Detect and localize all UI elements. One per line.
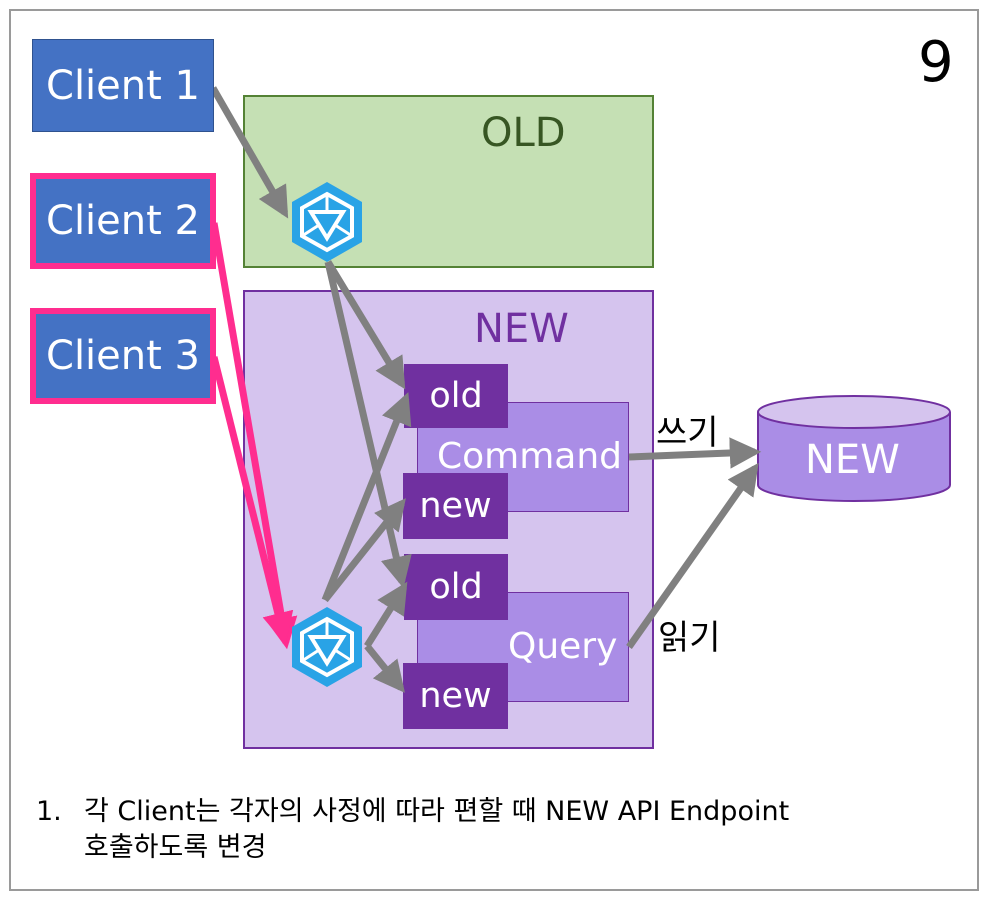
command-old-version: old xyxy=(404,364,508,428)
old-region-title: OLD xyxy=(481,110,566,156)
page-number: 9 xyxy=(918,30,954,95)
arrow-new-gateway-to-command-new xyxy=(322,498,406,603)
arrow-old-gateway-to-command-old xyxy=(325,260,406,390)
arrow-new-gateway-to-query-old xyxy=(364,581,408,648)
gateway-icon xyxy=(292,607,362,687)
arrow-new-gateway-to-query-new xyxy=(364,643,405,693)
query-new-version: new xyxy=(403,663,508,729)
database-label: NEW xyxy=(805,437,900,483)
database-cylinder xyxy=(757,395,951,502)
query-old-version: old xyxy=(404,554,508,620)
client-1-box: Client 1 xyxy=(32,39,214,132)
new-region-title: NEW xyxy=(474,306,569,352)
arrow-client2-to-new-gateway xyxy=(210,222,298,650)
arrow-client3-to-new-gateway xyxy=(210,356,294,645)
client-2-box: Client 2 xyxy=(30,173,216,269)
query-service-label: Query xyxy=(508,626,618,667)
read-label: 읽기 xyxy=(658,618,721,658)
note-number: 1. xyxy=(36,796,62,827)
arrow-query-to-db xyxy=(626,462,759,650)
arrow-command-to-db xyxy=(628,437,762,469)
arrow-old-gateway-to-query-old xyxy=(324,261,412,589)
client-3-box: Client 3 xyxy=(30,308,216,404)
note-line-1: 각 Client는 각자의 사정에 따라 편할 때 NEW API Endpoi… xyxy=(84,796,790,827)
gateway-icon xyxy=(292,182,362,262)
command-service-label: Command xyxy=(437,436,623,477)
write-label: 쓰기 xyxy=(656,413,719,453)
command-new-version: new xyxy=(403,473,508,539)
arrow-new-gateway-to-command-old xyxy=(321,392,412,602)
arrow-client1-to-old-gateway xyxy=(209,86,289,219)
note-line-2: 호출하도록 변경 xyxy=(84,832,267,863)
